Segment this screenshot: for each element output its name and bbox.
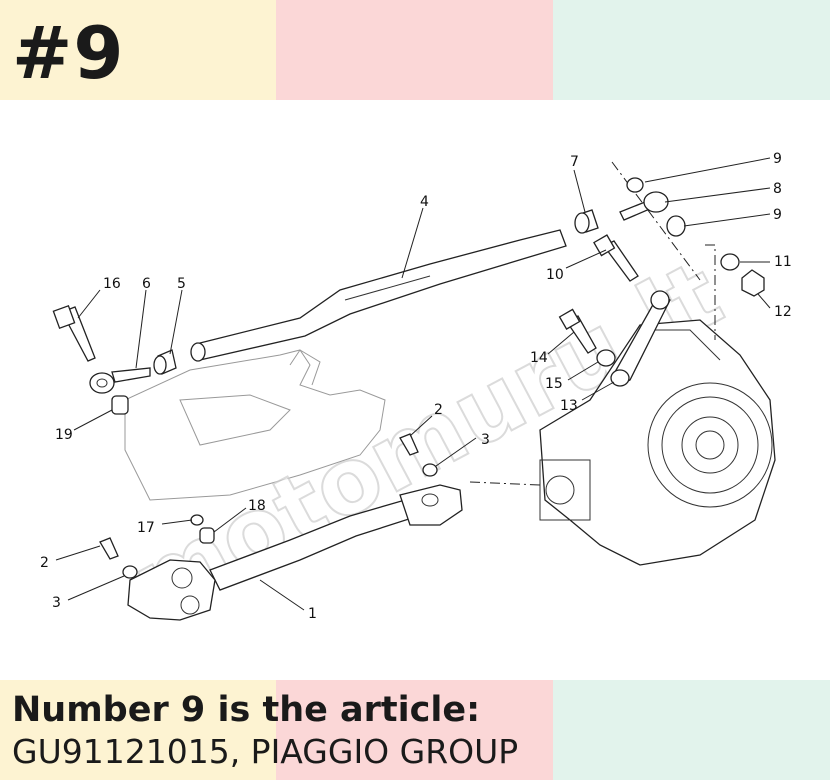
callout-8: 8 <box>773 181 782 197</box>
part-13-link-arm <box>610 290 671 387</box>
part-3-washers <box>122 463 438 579</box>
centerlines <box>469 161 716 486</box>
callout-12: 12 <box>774 304 792 320</box>
part-10-bolt <box>593 234 639 282</box>
footer-color-band <box>0 680 830 780</box>
part-number-badge: #9 <box>12 11 125 95</box>
band-segment-mint <box>553 0 830 100</box>
callout-5: 5 <box>177 276 186 292</box>
part-19-bushing <box>111 395 129 415</box>
caption-article-code: GU91121015, PIAGGIO GROUP <box>12 732 519 771</box>
callout-16: 16 <box>103 276 121 292</box>
callout-11: 11 <box>774 254 792 270</box>
exploded-parts-diagram: motomuru.lt <box>40 151 792 640</box>
part-16-bolt <box>52 304 96 362</box>
callout-19: 19 <box>55 427 73 443</box>
part-4-tie-rod <box>190 229 567 362</box>
callout-6: 6 <box>142 276 151 292</box>
band-segment-yellow <box>0 0 276 100</box>
callout-17: 17 <box>137 520 155 536</box>
frame-outline-ghost <box>124 349 386 501</box>
part-15-washer <box>596 349 616 367</box>
part-9-washers <box>626 177 686 237</box>
caption-heading: Number 9 is the article: <box>12 690 481 730</box>
part-1-drive-shaft <box>127 484 463 621</box>
callout-labels: 16 6 5 4 7 9 8 9 10 11 12 14 15 13 19 2 … <box>40 151 792 622</box>
callout-13: 13 <box>560 398 578 414</box>
leader-lines <box>55 157 771 611</box>
band-segment-pink <box>276 0 553 100</box>
callout-2-upper: 2 <box>434 402 443 418</box>
part-14-bolt <box>558 308 597 354</box>
callout-2-lower: 2 <box>40 555 49 571</box>
footer-segment-mint <box>553 680 830 780</box>
callout-15: 15 <box>545 376 563 392</box>
callout-3-upper: 3 <box>481 432 490 448</box>
callout-18: 18 <box>248 498 266 514</box>
callout-9-top: 9 <box>773 151 782 167</box>
part-12-nut <box>741 269 765 297</box>
callout-1: 1 <box>308 606 317 622</box>
part-5-bushing <box>153 349 177 375</box>
part-11-washer <box>720 253 740 271</box>
part-2-bolts <box>99 433 419 560</box>
callout-9-lower: 9 <box>773 207 782 223</box>
callout-7: 7 <box>570 154 579 170</box>
part-7-bushing <box>574 209 599 234</box>
callout-4: 4 <box>420 194 429 210</box>
header-color-band <box>0 0 830 100</box>
callout-14: 14 <box>530 350 548 366</box>
footer-segment-yellow <box>0 680 276 780</box>
part-8-rod-end <box>619 191 669 221</box>
callout-3-lower: 3 <box>52 595 61 611</box>
footer-segment-pink <box>276 680 553 780</box>
callout-10: 10 <box>546 267 564 283</box>
part-17-18-nut-washer <box>190 514 215 544</box>
part-6-rod-end <box>89 367 151 394</box>
